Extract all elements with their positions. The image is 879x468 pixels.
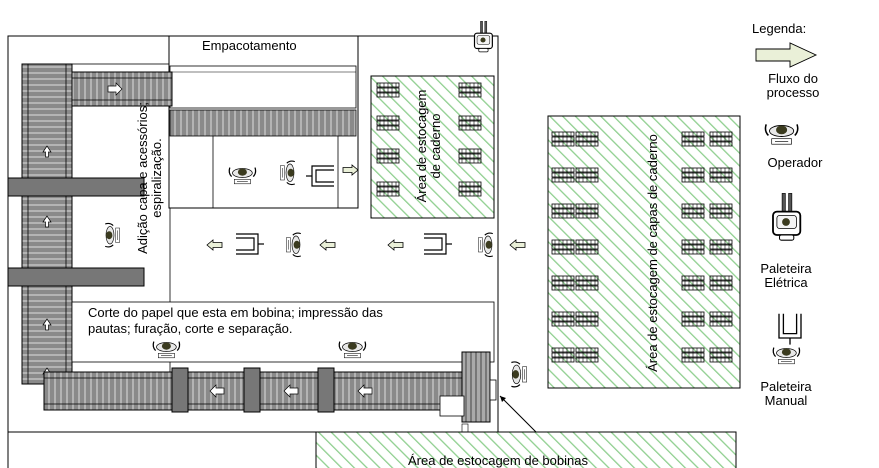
legend-title: Legenda: [752, 21, 807, 36]
legend-manual-jack-label-line1: Paleteira [760, 379, 812, 394]
cutting-area-label-line1: Corte do papel que esta em bobina; impre… [88, 305, 383, 320]
assembly-area-label-line1: Adição capa e acessórios; [135, 102, 150, 254]
packing-conveyor [169, 109, 357, 137]
cross-bar-bottom [7, 267, 145, 287]
legend-electric-pallet-jack-icon [772, 192, 802, 242]
conveyor-arrow-left [209, 384, 373, 398]
assembly-area-label: Adição capa e acessórios; espiralização. [135, 88, 176, 268]
vertical-conveyor [21, 63, 73, 385]
packing-area-label: Empacotamento [202, 38, 297, 53]
covers-storage-label: Área de estocagem de capas de caderno [645, 134, 660, 372]
electric-pallet-jack-icon [473, 20, 493, 53]
legend-manual-pallet-jack-icon [772, 313, 802, 365]
rolls-storage-label: Área de estocagem de bobinas [408, 453, 588, 468]
covers-storage-area [547, 115, 741, 389]
notebook-storage-label: Área de estocagem de caderno [414, 81, 451, 211]
legend-operator-icon [764, 123, 799, 145]
legend-electric-jack-label-line1: Paleteira [760, 261, 812, 276]
legend-electric-jack-label: Paleteira Elétrica [744, 262, 828, 289]
legend-manual-jack-label: Paleteira Manual [744, 380, 828, 407]
legend-electric-jack-label-line2: Elétrica [764, 274, 808, 290]
legend-flow-label-line2: processo [766, 84, 820, 100]
cross-bar-top [7, 177, 145, 197]
notebook-storage-label-line2: de caderno [428, 113, 444, 179]
assembly-area-label-line2: espiralização. [149, 138, 165, 218]
rolls-storage-area [315, 431, 737, 468]
legend-flow-label: Fluxo do processo [748, 72, 838, 99]
cutting-area-label-line2: pautas; furação, corte e separação. [88, 321, 293, 336]
legend-operator-label: Operador [767, 155, 823, 170]
legend-flow-label-line1: Fluxo do [768, 71, 818, 86]
legend-manual-jack-label-line2: Manual [764, 392, 808, 408]
legend-flow-arrow-icon [755, 42, 818, 68]
notebook-storage-label-line1: Área de estocagem [414, 89, 429, 203]
notebook-storage-area [370, 75, 495, 219]
